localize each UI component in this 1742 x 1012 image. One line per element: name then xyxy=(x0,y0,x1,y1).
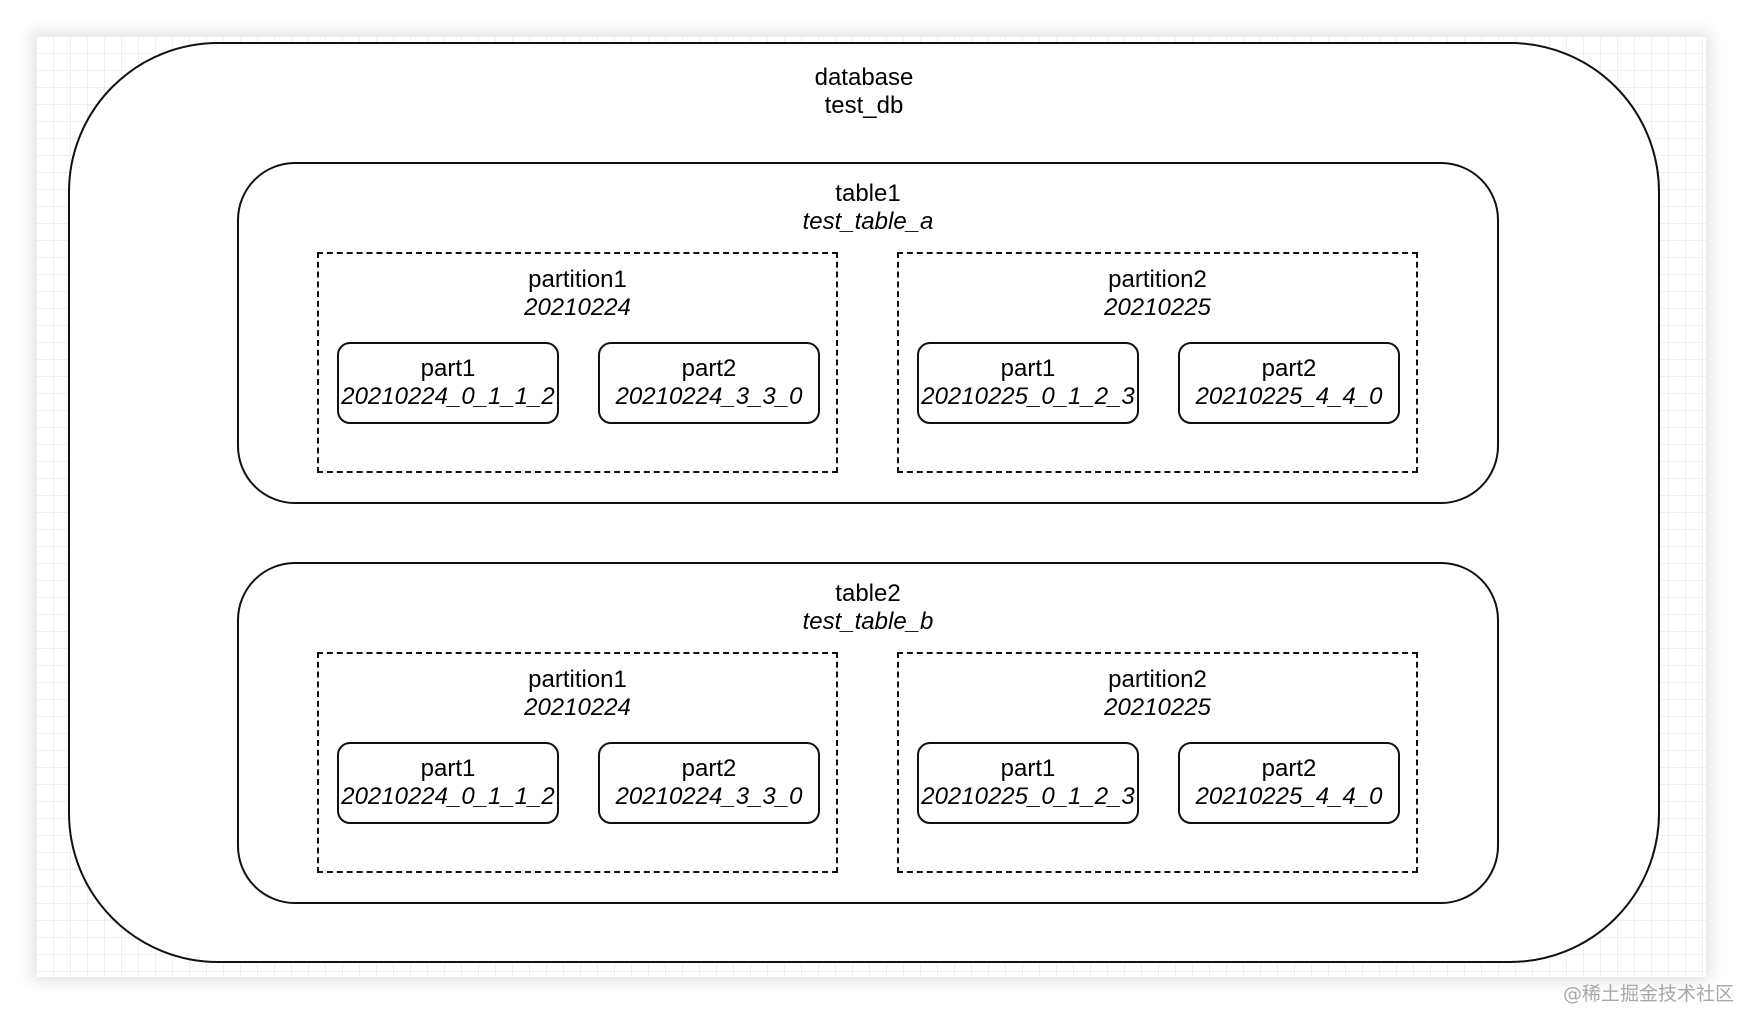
part-name: 20210225_4_4_0 xyxy=(1195,783,1383,810)
partition-container: partition1 20210224 part1 20210224_0_1_1… xyxy=(317,252,838,473)
part-name: 20210225_0_1_2_3 xyxy=(921,383,1135,410)
watermark-text: @稀土掘金技术社区 xyxy=(1562,983,1734,1005)
part-name: 20210224_0_1_1_2 xyxy=(341,383,555,410)
part-label: part1 xyxy=(420,755,476,782)
diagram-canvas: database test_db table1 test_table_a par… xyxy=(36,36,1706,977)
part-box: part2 20210224_3_3_0 xyxy=(598,342,820,424)
part-label: part1 xyxy=(1000,755,1056,782)
partition-label: partition1 xyxy=(528,266,627,293)
partition-label: partition2 xyxy=(1108,266,1207,293)
part-box: part2 20210225_4_4_0 xyxy=(1178,742,1400,824)
partition-container: partition1 20210224 part1 20210224_0_1_1… xyxy=(317,652,838,873)
partition-label: partition1 xyxy=(528,666,627,693)
part-box: part2 20210225_4_4_0 xyxy=(1178,342,1400,424)
table-name: test_table_a xyxy=(802,208,934,235)
partition-container: partition2 20210225 part1 20210225_0_1_2… xyxy=(897,252,1418,473)
part-label: part2 xyxy=(681,355,737,382)
table-label: table2 xyxy=(835,580,901,607)
part-name: 20210225_0_1_2_3 xyxy=(921,783,1135,810)
part-label: part2 xyxy=(1261,755,1317,782)
table-name: test_table_b xyxy=(802,608,934,635)
part-box: part2 20210224_3_3_0 xyxy=(598,742,820,824)
part-box: part1 20210225_0_1_2_3 xyxy=(917,342,1139,424)
part-label: part2 xyxy=(1261,355,1317,382)
table-label: table1 xyxy=(835,180,901,207)
part-box: part1 20210224_0_1_1_2 xyxy=(337,342,559,424)
table-container-1: table1 test_table_a partition1 20210224 … xyxy=(237,162,1499,504)
partition-name: 20210225 xyxy=(1104,694,1211,721)
part-label: part2 xyxy=(681,755,737,782)
part-name: 20210224_3_3_0 xyxy=(615,783,803,810)
partition-container: partition2 20210225 part1 20210225_0_1_2… xyxy=(897,652,1418,873)
partition-name: 20210224 xyxy=(524,294,631,321)
database-label: database xyxy=(814,64,914,91)
part-box: part1 20210224_0_1_1_2 xyxy=(337,742,559,824)
partition-label: partition2 xyxy=(1108,666,1207,693)
table-container-2: table2 test_table_b partition1 20210224 … xyxy=(237,562,1499,904)
part-name: 20210224_0_1_1_2 xyxy=(341,783,555,810)
partition-name: 20210224 xyxy=(524,694,631,721)
partition-name: 20210225 xyxy=(1104,294,1211,321)
part-label: part1 xyxy=(420,355,476,382)
part-name: 20210225_4_4_0 xyxy=(1195,383,1383,410)
part-label: part1 xyxy=(1000,355,1056,382)
part-box: part1 20210225_0_1_2_3 xyxy=(917,742,1139,824)
database-name: test_db xyxy=(824,92,904,119)
part-name: 20210224_3_3_0 xyxy=(615,383,803,410)
